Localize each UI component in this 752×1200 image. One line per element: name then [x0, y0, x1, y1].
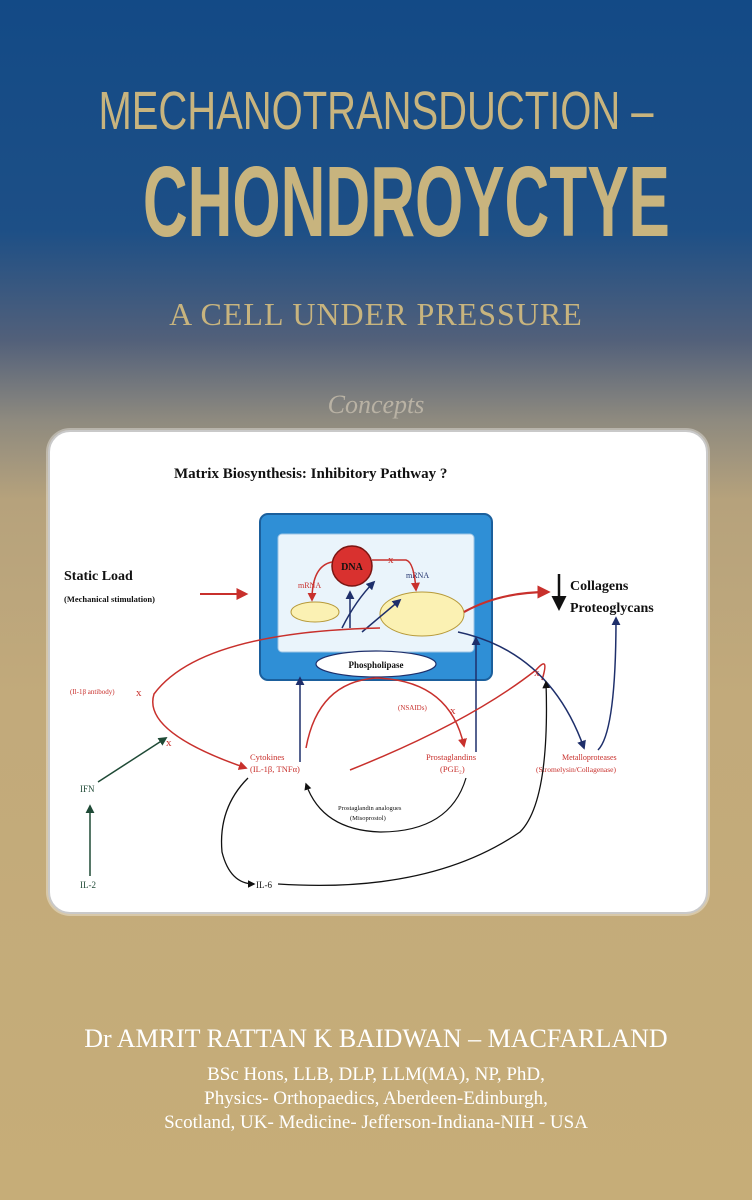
il6-label: IL-6: [256, 880, 272, 890]
metalloproteases-label: Metalloproteases: [562, 753, 617, 762]
phospholipase-ellipse: [315, 650, 437, 678]
il2-label: IL-2: [80, 880, 96, 890]
title-line-1: MECHANOTRANSDUCTION –: [98, 81, 654, 141]
metalloproteases-sub-label: (Stromelysin/Collagenase): [536, 765, 616, 774]
subtitle: A CELL UNDER PRESSURE: [169, 296, 583, 332]
pg-analogues-label: Prostaglandin analogues: [338, 805, 402, 812]
pathway-diagram: Matrix Biosynthesis: Inhibitory Pathway …: [64, 466, 654, 890]
prostaglandins-sub-label: (PGE₂): [440, 764, 465, 774]
mrna-label-left: mRNA: [298, 581, 321, 590]
cytokines-label: Cytokines: [250, 752, 284, 762]
svg-text:x: x: [136, 687, 142, 699]
svg-text:x: x: [166, 737, 172, 749]
diagram-frame: Matrix Biosynthesis: Inhibitory Pathway …: [48, 430, 708, 914]
svg-text:x: x: [534, 667, 540, 679]
dna-circle: [331, 545, 373, 587]
proteoglycans-label: Proteoglycans: [570, 601, 654, 616]
pg-analogues-sub-label: (Misoprostol): [350, 815, 386, 822]
dna-label: DNA: [341, 562, 363, 573]
cytokines-sub-label: (IL-1β, TNFα): [250, 764, 300, 774]
author-credentials-line-1: BSc Hons, LLB, DLP, LLM(MA), NP, PhD,: [207, 1064, 545, 1085]
static-load-label: Static Load: [64, 569, 133, 584]
nucleus-box: [277, 533, 475, 653]
collagens-label: Collagens: [570, 579, 629, 594]
author-credentials-line-2: Physics- Orthopaedics, Aberdeen-Edinburg…: [204, 1088, 548, 1109]
concepts-label: Concepts: [327, 390, 425, 419]
author-name: Dr AMRIT RATTAN K BAIDWAN – MACFARLAND: [84, 1024, 668, 1053]
mechanical-stimulation-label: (Mechanical stimulation): [64, 594, 155, 604]
prostaglandins-label: Prostaglandins: [426, 752, 476, 762]
mrna-label-right: mRNA: [406, 571, 429, 580]
mrna-ellipse-right: [379, 591, 465, 637]
ifn-label: IFN: [80, 784, 95, 794]
phospholipase-label: Phospholipase: [348, 660, 403, 670]
author-credentials-line-3: Scotland, UK- Medicine- Jefferson-Indian…: [164, 1112, 588, 1133]
svg-text:x: x: [450, 705, 456, 717]
svg-text:x: x: [388, 554, 394, 566]
mrna-ellipse-left: [290, 601, 340, 623]
il1-antibody-label: (Il-1β antibody): [70, 688, 115, 696]
title-line-2: CHONDROYCTYE: [142, 146, 670, 258]
diagram-heading: Matrix Biosynthesis: Inhibitory Pathway …: [174, 466, 447, 482]
nsaids-label: (NSAIDs): [398, 704, 427, 712]
